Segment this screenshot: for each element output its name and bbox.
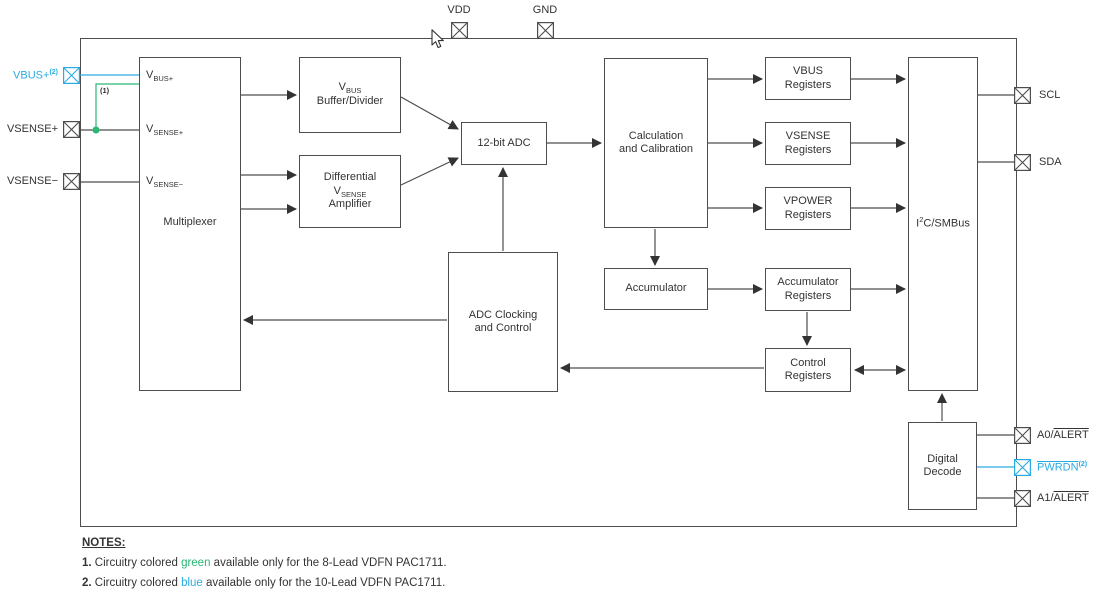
mux-input-vbus: VBUS+	[146, 69, 174, 84]
pin-icon-vsense-plus	[63, 121, 80, 138]
block-control-registers: Control Registers	[765, 348, 851, 392]
blue-wires	[80, 74, 1015, 468]
block-vbus-registers: VBUS Registers	[765, 57, 851, 100]
wire-note-1: (1)	[100, 86, 110, 95]
vsense-registers-line1: VSENSE	[785, 130, 831, 142]
pin-icon-a1-alert	[1014, 490, 1031, 507]
block-digital-decode: Digital Decode	[908, 422, 977, 510]
digital-decode-line2: Decode	[923, 466, 962, 478]
calc-line2: and Calibration	[619, 143, 693, 155]
pin-sda-label: SDA	[1039, 156, 1062, 168]
pin-icon-sda	[1014, 154, 1031, 171]
pin-vsense-plus-label: VSENSE+	[6, 123, 58, 135]
vsense-registers-line2: Registers	[784, 143, 832, 156]
block-vbus-buffer-divider: VBUS Buffer/Divider	[299, 57, 401, 133]
pin-icon-a0-alert	[1014, 427, 1031, 444]
i2c-smbus-label: I2C/SMBus	[916, 215, 970, 231]
vpower-registers-line1: VPOWER	[783, 195, 833, 207]
pin-vdd-label: VDD	[447, 4, 471, 16]
block-adc-clocking-control: ADC Clocking and Control	[448, 252, 558, 392]
control-registers-line2: Registers	[784, 370, 832, 382]
block-vsense-registers: VSENSE Registers	[765, 122, 851, 165]
pin-icon-scl	[1014, 87, 1031, 104]
vbus-buffer-line1: VBUS	[338, 81, 362, 96]
pin-icon-gnd	[537, 22, 554, 39]
vbus-registers-line1: VBUS	[793, 65, 823, 77]
accumulator-label: Accumulator	[625, 282, 687, 295]
pin-icon-pwrdn	[1014, 459, 1031, 476]
block-i2c-smbus: I2C/SMBus	[908, 57, 978, 391]
digital-decode-line1: Digital	[927, 452, 958, 465]
pin-a1-alert-label: A1/ALERT	[1037, 492, 1089, 504]
mux-input-vsense-minus: VSENSE−	[146, 175, 184, 190]
pin-vsense-minus-label: VSENSE−	[6, 175, 58, 187]
vbus-registers-line2: Registers	[784, 78, 832, 91]
accumulator-registers-line1: Accumulator	[777, 276, 839, 288]
block-accumulator: Accumulator	[604, 268, 708, 310]
mouse-cursor	[431, 29, 444, 49]
note-2: 2. Circuitry colored blue available only…	[82, 577, 446, 589]
diff-amp-line1: Differential	[323, 171, 377, 184]
calc-line1: Calculation	[628, 129, 684, 142]
pin-icon-vsense-minus	[63, 173, 80, 190]
pin-gnd-label: GND	[532, 4, 558, 16]
mux-input-vsense-plus: VSENSE+	[146, 123, 184, 138]
accumulator-registers-line2: Registers	[784, 289, 832, 302]
diff-amp-line3: Amplifier	[328, 198, 372, 211]
block-differential-vsense-amplifier: Differential VSENSE Amplifier	[299, 155, 401, 228]
notes-heading: NOTES:	[82, 537, 126, 549]
block-vpower-registers: VPOWER Registers	[765, 187, 851, 230]
block-calculation-calibration: Calculation and Calibration	[604, 58, 708, 228]
pin-pwrdn-label: PWRDN(2)	[1037, 461, 1088, 474]
green-wire	[92, 83, 140, 134]
diff-amp-line2: VSENSE	[333, 184, 367, 199]
pin-icon-vdd	[451, 22, 468, 39]
adc-clocking-line2: and Control	[474, 322, 532, 334]
signal-wires	[80, 73, 1015, 499]
adc-label: 12-bit ADC	[477, 136, 531, 149]
vbus-buffer-line2: Buffer/Divider	[316, 95, 384, 108]
block-accumulator-registers: Accumulator Registers	[765, 268, 851, 311]
pin-scl-label: SCL	[1039, 89, 1061, 101]
block-multiplexer: VBUS+ VSENSE+ VSENSE− Multiplexer	[139, 57, 241, 391]
note-1: 1. Circuitry colored green available onl…	[82, 557, 447, 569]
pin-a0-alert-label: A0/ALERT	[1037, 429, 1089, 441]
pin-vbus-label: VBUS+(2)	[13, 69, 58, 82]
vpower-registers-line2: Registers	[784, 208, 832, 221]
control-registers-line1: Control	[790, 356, 826, 369]
block-12bit-adc: 12-bit ADC	[461, 122, 547, 165]
adc-clocking-line1: ADC Clocking	[468, 308, 538, 321]
multiplexer-title: Multiplexer	[163, 216, 217, 228]
pin-icon-vbus	[63, 67, 80, 84]
